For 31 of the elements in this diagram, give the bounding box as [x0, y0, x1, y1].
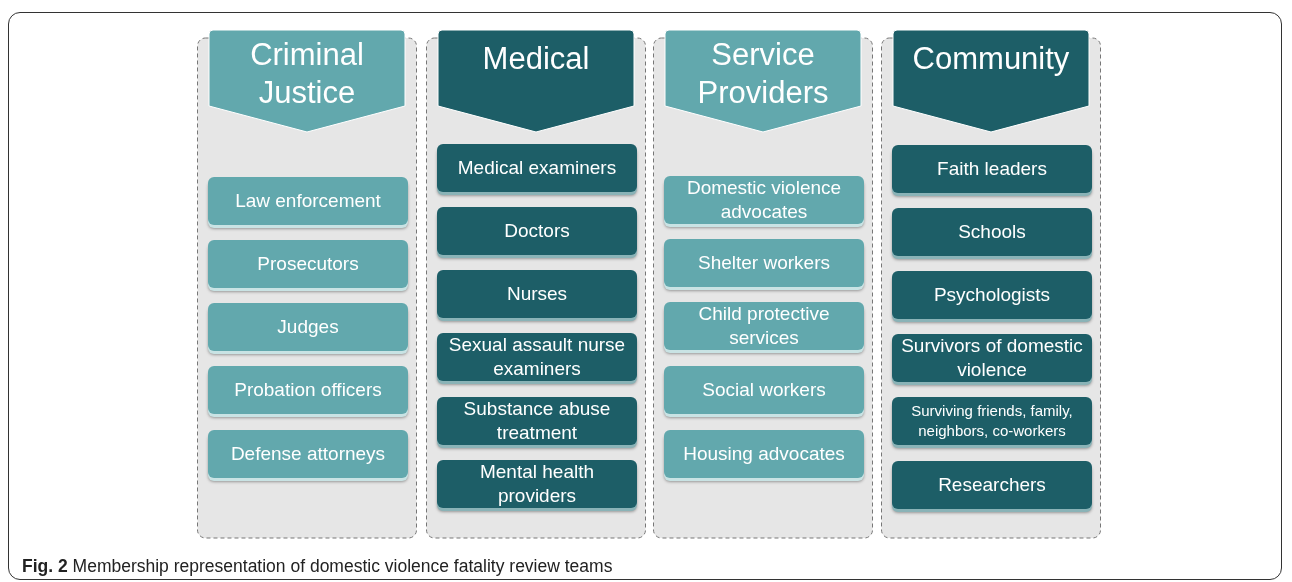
- column-heading: Criminal Justice: [249, 36, 365, 112]
- member-box: Shelter workers: [664, 239, 864, 287]
- member-box: Schools: [892, 208, 1092, 256]
- dashed-panel: [881, 30, 1101, 540]
- member-box: Probation officers: [208, 366, 408, 414]
- member-box: Substance abuse treatment: [437, 397, 637, 445]
- column-heading: Service Providers: [696, 36, 830, 112]
- member-box: Domestic violence advocates: [664, 176, 864, 224]
- member-box: Prosecutors: [208, 240, 408, 288]
- member-box: Housing advocates: [664, 430, 864, 478]
- member-box: Researchers: [892, 461, 1092, 509]
- member-box: Faith leaders: [892, 145, 1092, 193]
- member-box: Medical examiners: [437, 144, 637, 192]
- column-heading: Community: [911, 40, 1071, 78]
- member-box: Sexual assault nurse examiners: [437, 333, 637, 381]
- dashed-panel: [426, 30, 646, 540]
- member-box: Surviving friends, family, neighbors, co-workers: [892, 397, 1092, 445]
- member-box: Nurses: [437, 270, 637, 318]
- member-box: Doctors: [437, 207, 637, 255]
- member-box: Law enforcement: [208, 177, 408, 225]
- member-box: Defense attorneys: [208, 430, 408, 478]
- member-box: Child protective services: [664, 302, 864, 350]
- dashed-panel: [197, 30, 417, 540]
- member-box: Social workers: [664, 366, 864, 414]
- column-heading: Medical: [481, 40, 591, 78]
- member-box: Judges: [208, 303, 408, 351]
- member-box: Survivors of domestic violence: [892, 334, 1092, 382]
- figure-caption: Fig. 2 Membership representation of domestic violence fatality review teams: [22, 556, 613, 577]
- dashed-panel: [653, 30, 873, 540]
- member-box: Psychologists: [892, 271, 1092, 319]
- member-box: Mental health providers: [437, 460, 637, 508]
